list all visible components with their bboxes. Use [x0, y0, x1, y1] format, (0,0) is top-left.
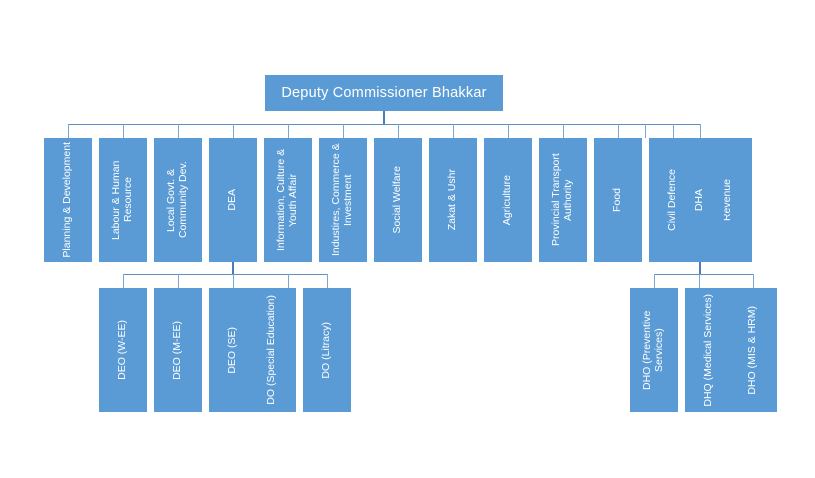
node-deo-w-ee[interactable]: DEO (W-EE) [99, 288, 147, 412]
connector-health-drop-3 [753, 274, 754, 288]
connector-education-drop-4 [288, 274, 289, 288]
node-zakat-ushr[interactable]: Zakat & Ushr [429, 138, 477, 262]
connector-education-drop-3 [233, 274, 234, 288]
connector-drop-14 [645, 124, 646, 138]
node-dho-mis-hrm[interactable]: DHO (MIS & HRM) [729, 288, 777, 412]
connector-main-bus [68, 124, 700, 125]
node-planning-development[interactable]: Planning & Development [44, 138, 92, 262]
connector-health-bus [654, 274, 753, 275]
node-label: Industires, Commerce & Investment [330, 143, 354, 257]
node-dha[interactable]: DHA [676, 138, 724, 262]
connector-drop-5 [288, 124, 289, 138]
node-label: Information, Culture & Youth Affair [275, 148, 299, 252]
node-label: Local Govt. & Community Dev. [165, 161, 189, 239]
node-label: DEO (M-EE) [171, 320, 184, 380]
node-label: DHA [693, 188, 706, 212]
connector-education-bus [123, 274, 327, 275]
node-label: Zakat & Ushr [446, 169, 459, 231]
node-label: Deputy Commissioner Bhakkar [281, 84, 487, 101]
node-dea[interactable]: DEA [209, 138, 257, 262]
connector-drop-7 [398, 124, 399, 138]
node-do-litracy[interactable]: DO (Litracy) [303, 288, 351, 412]
connector-health-drop-1 [654, 274, 655, 288]
connector-education-drop-1 [123, 274, 124, 288]
connector-health-drop-2 [699, 274, 700, 288]
connector-drop-4 [233, 124, 234, 138]
node-dhq-medical-services[interactable]: DHQ (Medical Services) [685, 288, 733, 412]
node-label: DHO (Preventive Services) [641, 310, 665, 390]
node-provincial-transport-authority[interactable]: Provincial Transport Authority [539, 138, 587, 262]
node-label: DEO (W-EE) [116, 320, 129, 380]
connector-drop-10 [563, 124, 564, 138]
connector-drop-6 [343, 124, 344, 138]
node-label: Planning & Development [61, 142, 74, 258]
connector-education-drop-2 [178, 274, 179, 288]
connector-drop-8 [453, 124, 454, 138]
node-industries-commerce-investment[interactable]: Industires, Commerce & Investment [319, 138, 367, 262]
connector-education-drop-5 [327, 274, 328, 288]
node-social-welfare[interactable]: Social Welfare [374, 138, 422, 262]
node-deputy-commissioner[interactable]: Deputy Commissioner Bhakkar [265, 75, 503, 111]
node-label: DEA [226, 189, 239, 211]
connector-drop-11 [618, 124, 619, 138]
node-agriculture[interactable]: Agriculture [484, 138, 532, 262]
connector-dha-stem [699, 262, 701, 275]
node-label: Provincial Transport Authority [550, 153, 574, 247]
node-do-special-education[interactable]: DO (Special Education) [248, 288, 296, 412]
node-local-govt-community-dev[interactable]: Local Govt. & Community Dev. [154, 138, 202, 262]
connector-dea-stem [232, 262, 234, 275]
node-deo-m-ee[interactable]: DEO (M-EE) [154, 288, 202, 412]
node-label: DEO (SE) [226, 326, 239, 374]
node-dho-preventive-services[interactable]: DHO (Preventive Services) [630, 288, 678, 412]
connector-drop-13 [700, 124, 701, 138]
connector-drop-9 [508, 124, 509, 138]
node-label: Agriculture [501, 174, 514, 226]
connector-drop-12 [673, 124, 674, 138]
node-label: DO (Litracy) [320, 321, 333, 379]
connector-drop-1 [68, 124, 69, 138]
node-label: DO (Special Education) [265, 295, 278, 405]
node-food[interactable]: Food [594, 138, 642, 262]
connector-drop-2 [123, 124, 124, 138]
node-information-culture-youth-affair[interactable]: Information, Culture & Youth Affair [264, 138, 312, 262]
node-label: DHQ (Medical Services) [702, 293, 715, 407]
node-label: DHO (MIS & HRM) [746, 305, 759, 395]
node-label: Labour & Human Resource [110, 160, 134, 240]
connector-root-stem [383, 111, 385, 124]
node-label: Food [611, 188, 624, 212]
node-labour-human-resource[interactable]: Labour & Human Resource [99, 138, 147, 262]
connector-drop-3 [178, 124, 179, 138]
node-label: Social Welfare [391, 166, 404, 234]
